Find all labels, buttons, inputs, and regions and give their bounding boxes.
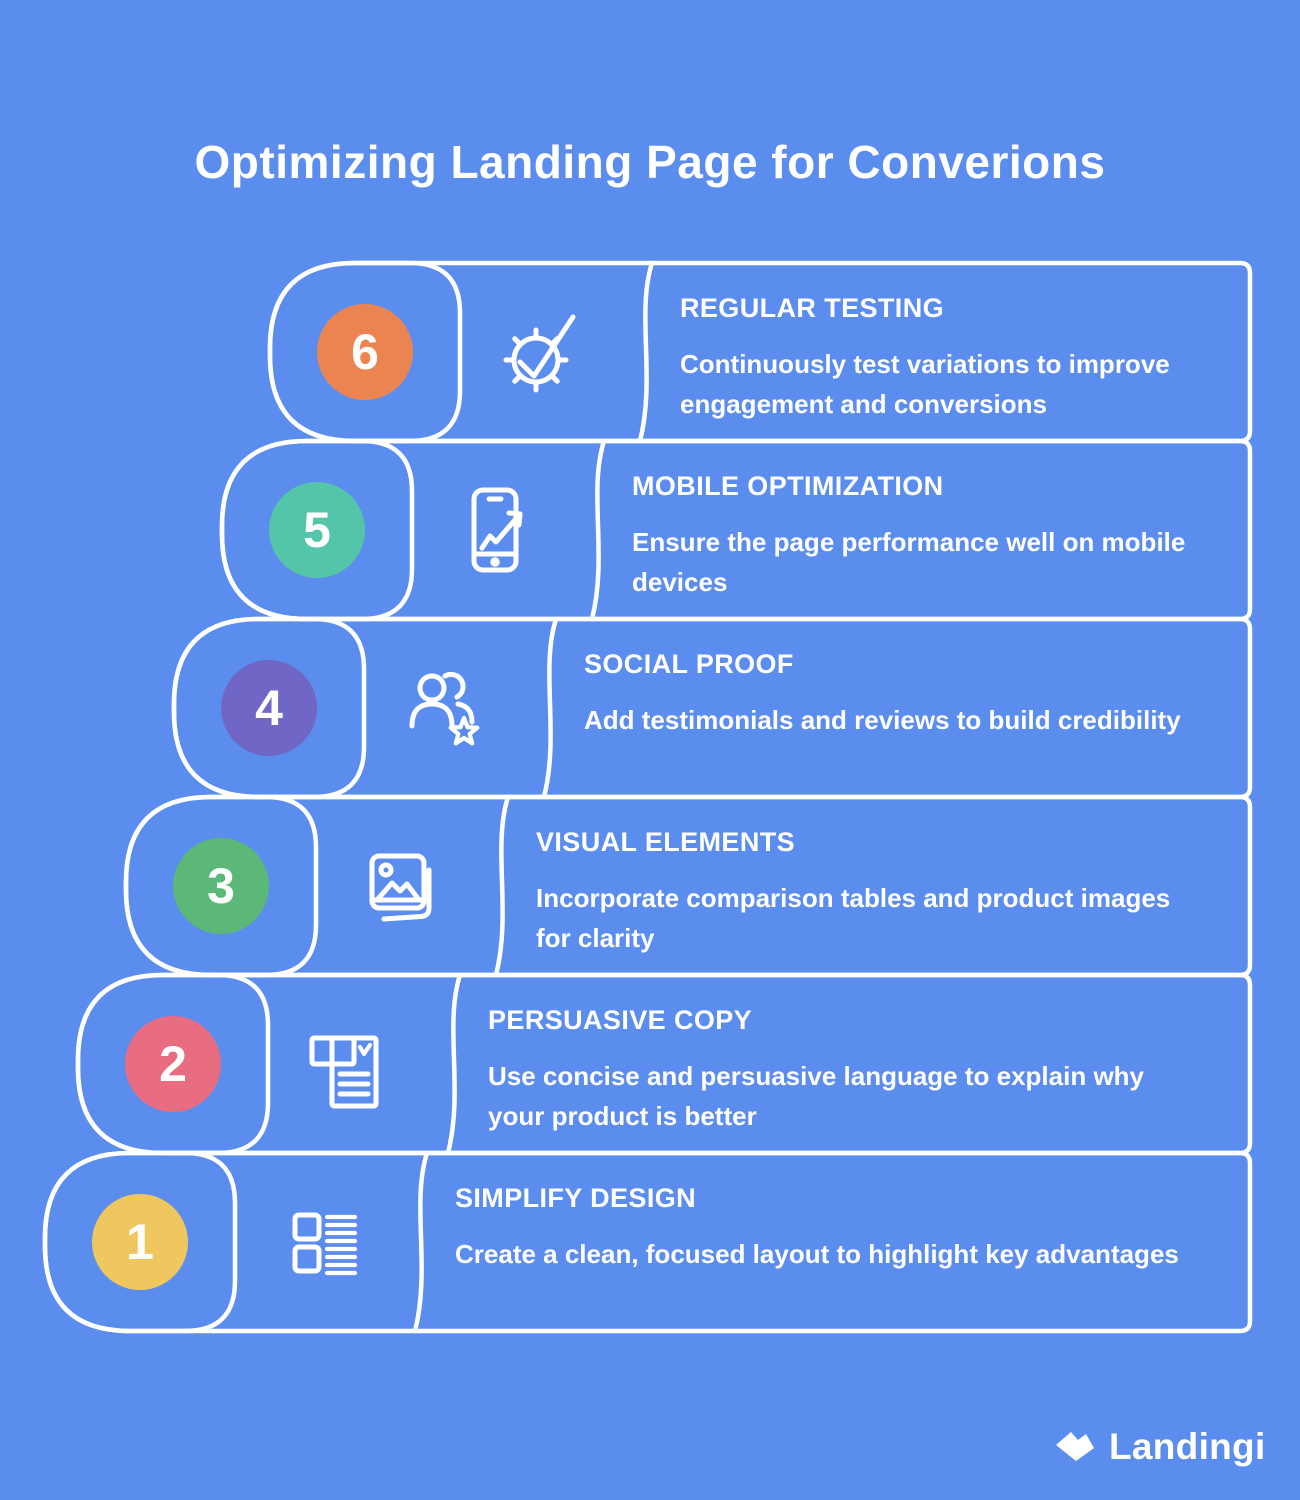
step-number-badge: 3 bbox=[173, 838, 269, 934]
image-stack-icon bbox=[350, 838, 446, 934]
step-bubble-outline-1 bbox=[42, 1150, 238, 1334]
step-description: Create a clean, focused layout to highli… bbox=[455, 1239, 1179, 1269]
step-content: REGULAR TESTING Continuously test variat… bbox=[680, 263, 1195, 424]
step-number-badge: 5 bbox=[269, 482, 365, 578]
layout-list-icon bbox=[269, 1194, 365, 1290]
document-check-icon bbox=[302, 1016, 398, 1112]
step-divider-3 bbox=[493, 794, 511, 978]
step-content: SOCIAL PROOF Add testimonials and review… bbox=[584, 619, 1195, 740]
logo-mark-icon bbox=[1056, 1432, 1094, 1461]
step-divider-2 bbox=[445, 972, 463, 1156]
mobile-growth-icon bbox=[446, 482, 542, 578]
step-description: Continuously test variations to improve … bbox=[680, 349, 1170, 419]
step-divider-6 bbox=[637, 260, 655, 444]
step-row-2: 2 PERSUASIVE COPY Use concise and persua… bbox=[78, 975, 1250, 1153]
step-row-1: 1 SIMPLIFY DESIGN Create a clean, focuse… bbox=[45, 1153, 1250, 1331]
step-row-6: 6 REGULAR TESTING Continuously test vari… bbox=[270, 263, 1250, 441]
step-number-badge: 1 bbox=[92, 1194, 188, 1290]
step-description: Incorporate comparison tables and produc… bbox=[536, 883, 1171, 953]
step-row-4: 4 SOCIAL PROOF Add testimonials and revi… bbox=[174, 619, 1250, 797]
brand-logo: Landingi bbox=[1056, 1426, 1266, 1468]
step-title: SOCIAL PROOF bbox=[584, 649, 794, 679]
step-description: Use concise and persuasive language to e… bbox=[488, 1061, 1145, 1131]
step-title: PERSUASIVE COPY bbox=[488, 1005, 753, 1035]
page-title: Optimizing Landing Page for Converions bbox=[194, 135, 1106, 188]
step-title: MOBILE OPTIMIZATION bbox=[632, 471, 944, 501]
step-title: REGULAR TESTING bbox=[680, 293, 945, 323]
step-content: VISUAL ELEMENTS Incorporate comparison t… bbox=[536, 797, 1195, 958]
step-description: Add testimonials and reviews to build cr… bbox=[584, 705, 1181, 735]
users-star-icon bbox=[398, 660, 494, 756]
step-row-3: 3 VISUAL ELEMENTS Incorporate comparison… bbox=[126, 797, 1250, 975]
brand-name: Landingi bbox=[1109, 1426, 1266, 1467]
step-number-badge: 4 bbox=[221, 660, 317, 756]
step-divider-4 bbox=[541, 616, 559, 800]
step-row-5: 5 MOBILE OPTIMIZATION Ensure the page pe… bbox=[222, 441, 1250, 619]
step-content: MOBILE OPTIMIZATION Ensure the page perf… bbox=[632, 441, 1195, 602]
step-number-badge: 6 bbox=[317, 304, 413, 400]
step-divider-5 bbox=[589, 438, 607, 622]
step-content: SIMPLIFY DESIGN Create a clean, focused … bbox=[455, 1153, 1195, 1274]
step-content: PERSUASIVE COPY Use concise and persuasi… bbox=[488, 975, 1195, 1136]
gear-check-icon bbox=[494, 304, 590, 400]
step-divider-1 bbox=[412, 1150, 430, 1334]
step-description: Ensure the page performance well on mobi… bbox=[632, 527, 1186, 597]
step-title: VISUAL ELEMENTS bbox=[536, 827, 796, 857]
step-number-badge: 2 bbox=[125, 1016, 221, 1112]
step-title: SIMPLIFY DESIGN bbox=[455, 1183, 697, 1213]
